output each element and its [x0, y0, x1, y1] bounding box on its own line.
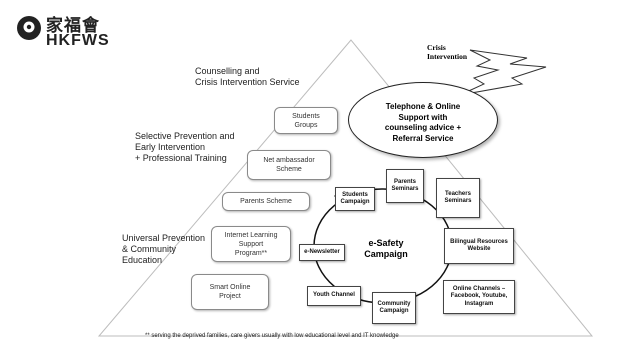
teachers-seminars-node: Teachers Seminars: [436, 178, 480, 218]
crisis-intervention-label: Crisis Intervention: [427, 43, 467, 61]
parents-scheme-box: Parents Scheme: [222, 192, 310, 211]
level-bottom-label: Universal Prevention & Community Educati…: [122, 233, 206, 265]
hotline-oval: Telephone & Online Support with counseli…: [348, 82, 498, 158]
footnote: ** serving the deprived families, care g…: [145, 333, 399, 339]
youth-channel-node: Youth Channel: [307, 286, 361, 306]
bilingual-resources-node: Bilingual Resources Website: [444, 228, 514, 264]
hkfws-logo: 家福會 HKFWS: [16, 10, 116, 50]
parents-seminars-node: Parents Seminars: [386, 169, 424, 203]
students-groups-box: Students Groups: [274, 107, 338, 134]
smart-online-box: Smart Online Project: [191, 274, 269, 310]
lightning-bolt: [459, 49, 547, 96]
internet-learning-box: Internet Learning Support Program**: [211, 226, 291, 262]
level-middle-label: Selective Prevention and Early Intervent…: [135, 131, 235, 163]
logo-chinese-text: 家福會: [46, 16, 100, 36]
logo-english-text: HKFWS: [46, 32, 110, 49]
students-campaign-node: Students Campaign: [335, 187, 375, 211]
net-ambassador-box: Net ambassador Scheme: [247, 150, 331, 180]
community-campaign-node: Community Campaign: [372, 292, 416, 324]
online-channels-node: Online Channels – Facebook, Youtube, Ins…: [443, 280, 515, 314]
logo-mark-icon: [17, 16, 41, 40]
enewsletter-node: e-Newsletter: [299, 244, 345, 261]
level-top-label: Counselling and Crisis Intervention Serv…: [195, 66, 300, 87]
esafety-campaign-title: e-Safety Campaign: [364, 238, 408, 259]
